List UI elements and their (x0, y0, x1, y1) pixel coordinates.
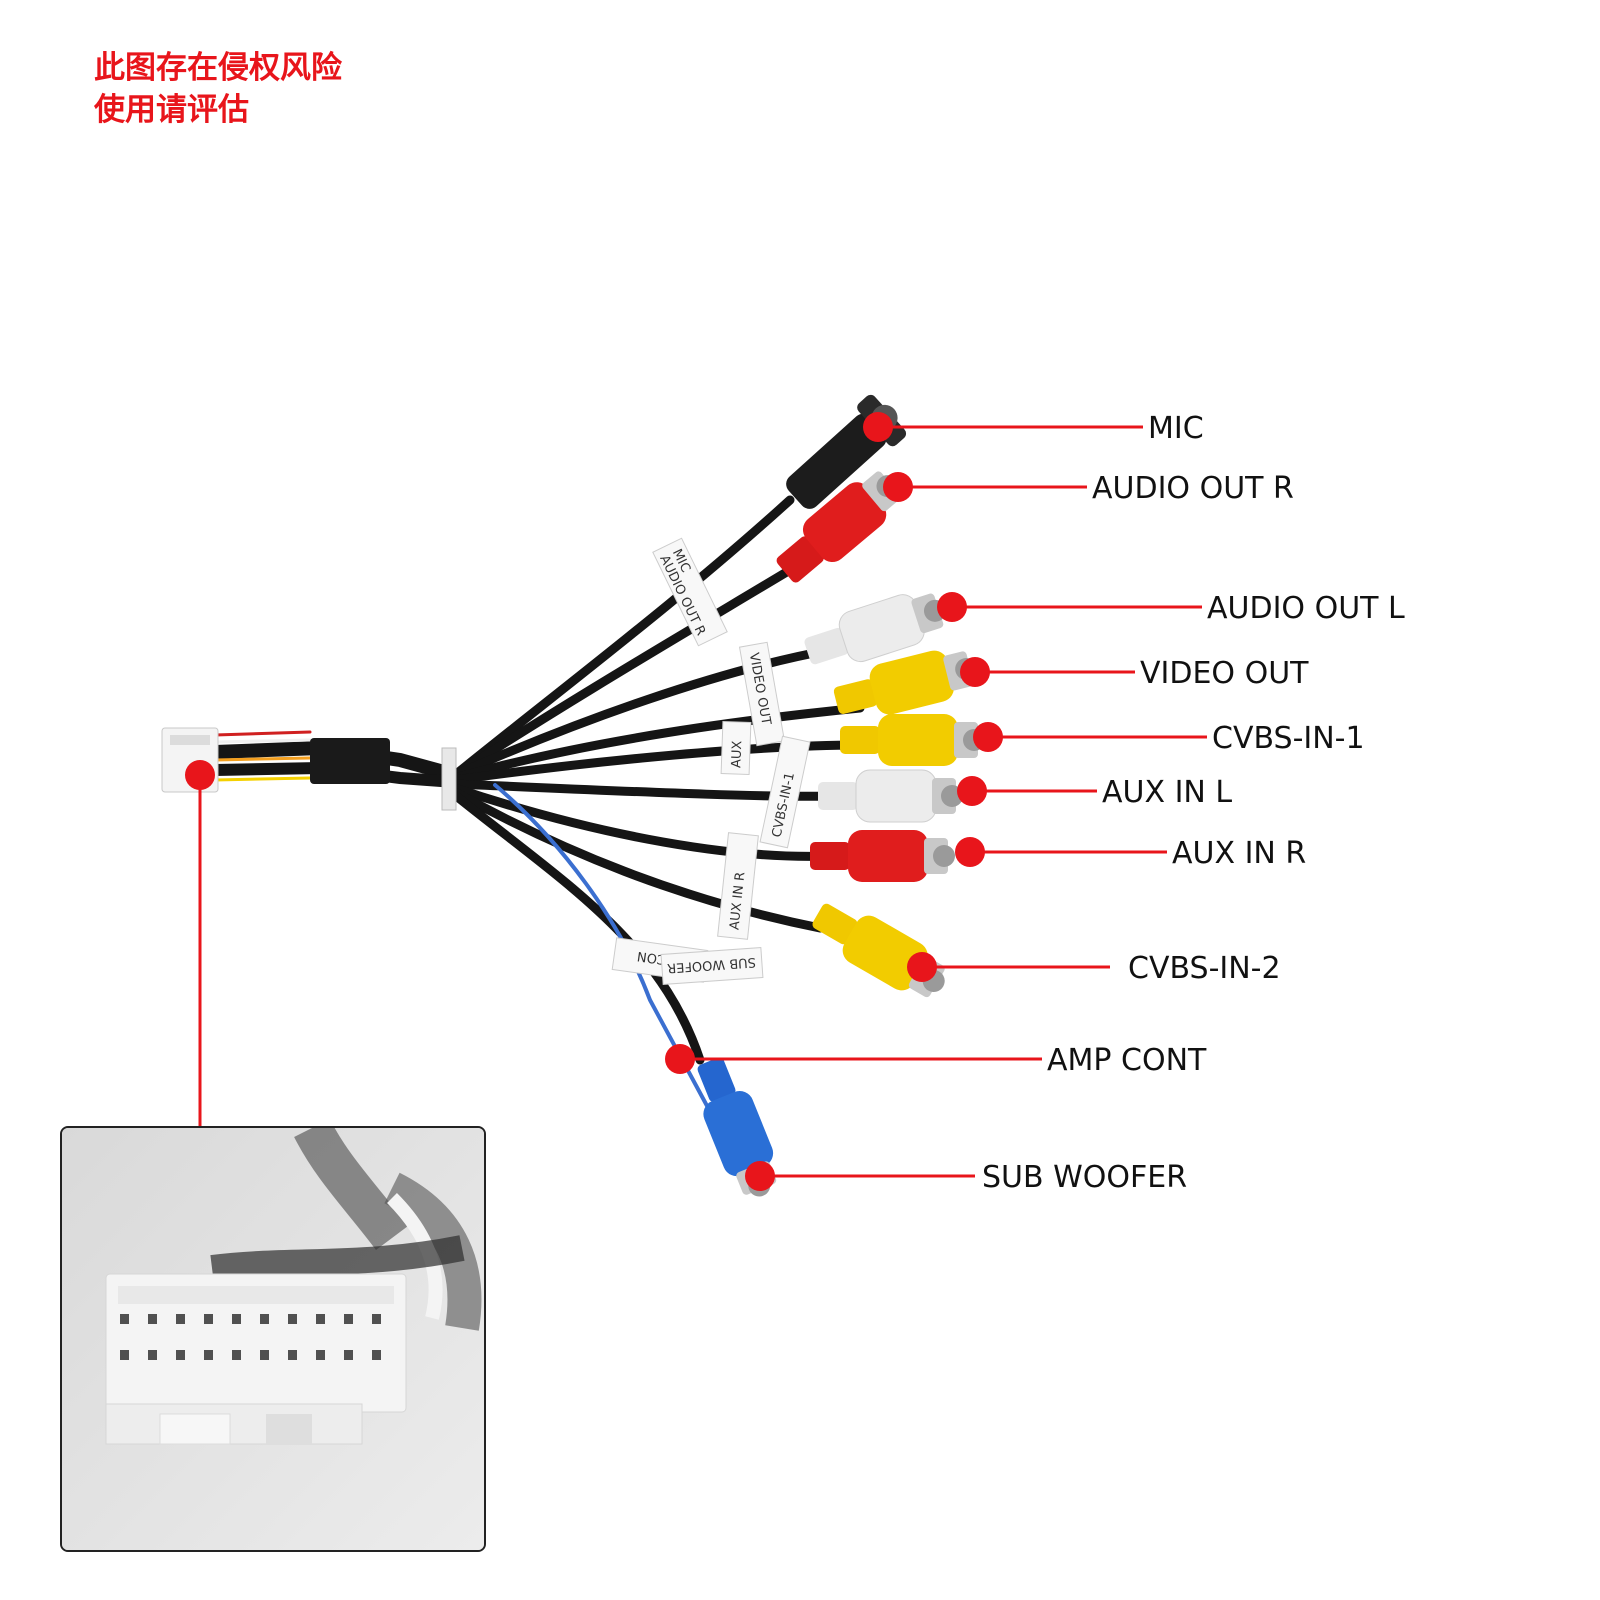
connector-pin-hole (288, 1314, 297, 1324)
label-aux-in-r: AUX IN R (1172, 836, 1306, 871)
cable-tags: MIC AUDIO OUT R VIDEO OUT AUX CVBS-IN-1 … (611, 537, 811, 985)
connector-closeup-inset (60, 1126, 486, 1552)
callout-sub-woofer: SUB WOOFER (745, 1160, 1187, 1195)
connector-pin-hole (344, 1350, 353, 1360)
plug-audio-out-l (804, 593, 946, 665)
cable-tag-4 (720, 721, 752, 775)
callout-cvbs-in-1: CVBS-IN-1 (973, 721, 1365, 756)
label-mic: MIC (1148, 411, 1204, 446)
label-audio-out-l: AUDIO OUT L (1207, 591, 1405, 626)
warning-text-line2: 使用请评估 (94, 92, 249, 128)
callout-mic: MIC (863, 411, 1204, 446)
connector-pin-hole (372, 1314, 381, 1324)
plug-aux-in-l (818, 769, 963, 823)
connector-pin-hole (204, 1350, 213, 1360)
connector-pin-hole (176, 1350, 185, 1360)
label-cvbs-in-2: CVBS-IN-2 (1128, 951, 1281, 986)
connector-pin-hole (120, 1314, 129, 1324)
callout-harness-plug (185, 760, 215, 1126)
plug-cvbs-in-2 (812, 903, 945, 998)
connector-pin-hole (204, 1314, 213, 1324)
zip-tie (441, 747, 457, 811)
connector-pin-hole (232, 1314, 241, 1324)
callout-aux-in-l: AUX IN L (957, 775, 1232, 810)
connector-pin-hole (316, 1314, 325, 1324)
label-sub-woofer: SUB WOOFER (982, 1160, 1187, 1195)
cable-tag-4-text: AUX (729, 740, 745, 768)
label-video-out: VIDEO OUT (1140, 656, 1309, 691)
callout-video-out: VIDEO OUT (960, 656, 1309, 691)
callout-amp-cont: AMP CONT (665, 1043, 1207, 1078)
cable-bundle (208, 495, 865, 1132)
connector-pin-hole (260, 1350, 269, 1360)
callouts: MIC AUDIO OUT R AUDIO OUT L VIDEO OUT CV… (185, 411, 1405, 1195)
cable-tag-3 (738, 641, 786, 747)
connector-pin-hole (148, 1314, 157, 1324)
connector-pin-hole (176, 1314, 185, 1324)
cable-tag-8 (660, 947, 764, 985)
heat-shrink (310, 738, 390, 784)
multi-pin-connector-icon (62, 1128, 484, 1550)
connector-pin-hole (344, 1314, 353, 1324)
cable-tag-8-text: SUB WOOFER (667, 954, 757, 975)
connector-pin-hole (372, 1350, 381, 1360)
label-amp-cont: AMP CONT (1047, 1043, 1207, 1078)
connector-pin-hole (260, 1314, 269, 1324)
callout-audio-out-r: AUDIO OUT R (883, 471, 1294, 506)
plug-cvbs-in-1 (840, 714, 985, 766)
cable-tag-6-text: AUX IN R (727, 871, 748, 930)
cable-tag-6 (717, 832, 759, 940)
label-aux-in-l: AUX IN L (1102, 775, 1232, 810)
label-cvbs-in-1: CVBS-IN-1 (1212, 721, 1365, 756)
connector-pin-hole (288, 1350, 297, 1360)
plug-aux-in-r (810, 830, 955, 882)
warning-text-line1: 此图存在侵权风险 (94, 50, 342, 86)
connector-pin-hole (232, 1350, 241, 1360)
connector-pin-hole (148, 1350, 157, 1360)
callout-cvbs-in-2: CVBS-IN-2 (907, 951, 1281, 986)
callout-aux-in-r: AUX IN R (955, 836, 1306, 871)
cable-tag-1 (652, 537, 728, 647)
callout-audio-out-l: AUDIO OUT L (937, 591, 1405, 626)
connector-pin-hole (120, 1350, 129, 1360)
cable-tag-5 (759, 735, 811, 849)
connector-pin-hole (316, 1350, 325, 1360)
label-audio-out-r: AUDIO OUT R (1092, 471, 1294, 506)
